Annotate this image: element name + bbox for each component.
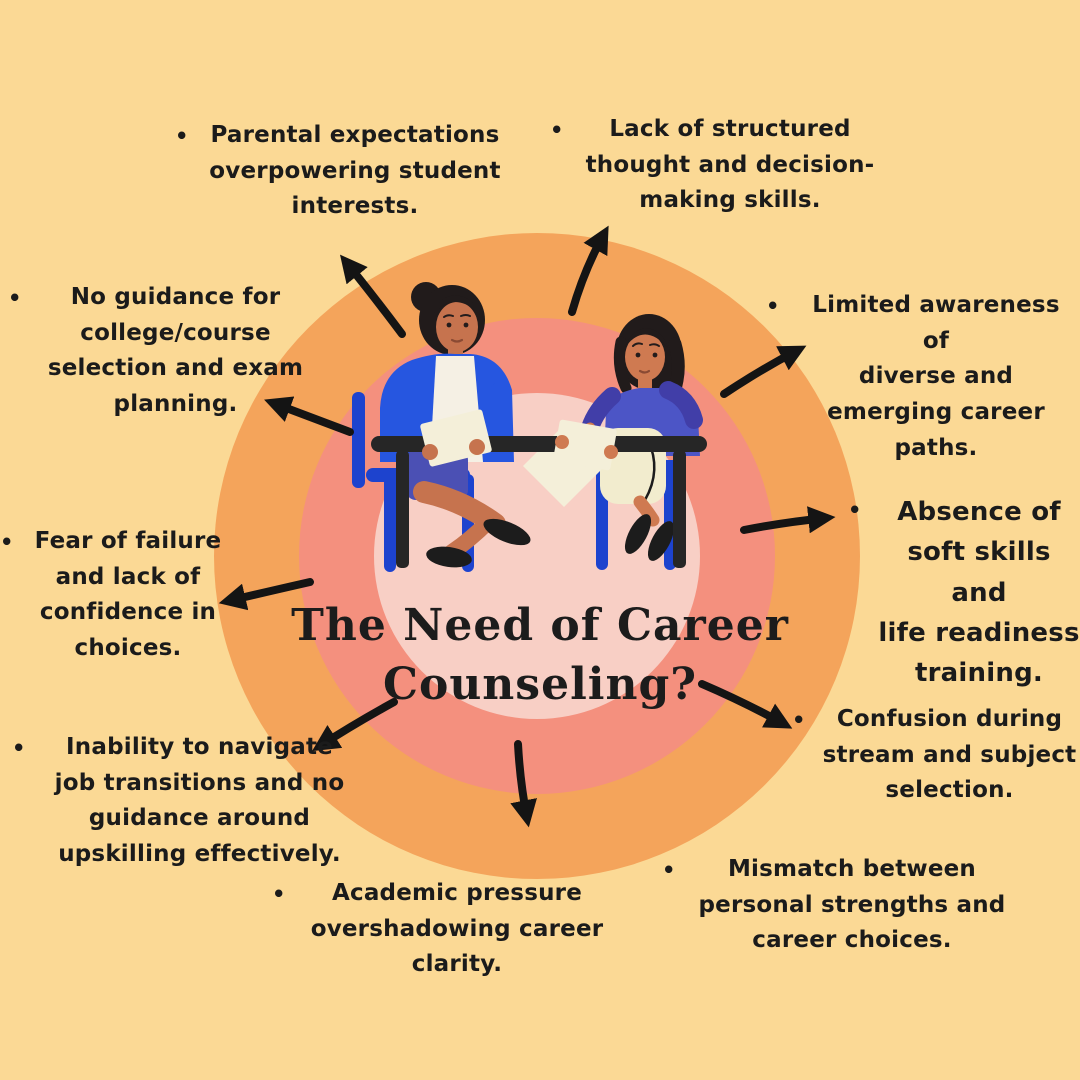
item-limited-awareness: • Limited awareness of diverse and emerg… [766,288,1076,466]
bullet-icon: • [848,498,862,522]
item-parental-expectations: • Parental expectations overpowering stu… [175,118,505,225]
item-text: Lack of structured thought and decision-… [585,116,875,214]
counseling-illustration [352,282,707,572]
arrow-bottom-left [312,698,398,752]
item-text: Academic pressure overshadowing career c… [310,880,604,978]
item-academic-pressure: • Academic pressure overshadowing career… [272,876,612,983]
item-mismatch-strengths: • Mismatch between personal strengths an… [662,852,1012,959]
item-confusion-stream-subject: • Confusion during stream and subject se… [792,702,1077,809]
item-text: Fear of failure and lack of confidence i… [34,528,222,661]
item-absence-soft-skills: • Absence of soft skills and life readin… [848,492,1080,693]
arrows [218,225,836,828]
item-text: Absence of soft skills and life readines… [878,497,1080,689]
item-text: Confusion during stream and subject sele… [822,706,1077,804]
item-text: No guidance for college/course selection… [47,284,304,417]
bullet-icon: • [766,294,780,318]
item-no-guidance-college: • No guidance for college/course selecti… [8,280,313,423]
item-text: Parental expectations overpowering stude… [209,122,501,220]
bullet-icon: • [0,530,14,554]
arrow-top [568,225,609,316]
infographic-title: The Need of Career Counseling? [291,600,789,711]
arrow-top-left [339,254,406,338]
arrow-right-top [720,345,807,398]
item-fear-of-failure: • Fear of failure and lack of confidence… [0,524,226,667]
bullet-icon: • [662,858,676,882]
bullet-icon: • [550,118,564,142]
arrow-bottom [510,740,537,828]
bullet-icon: • [12,736,26,760]
item-inability-job-transitions: • Inability to navigate job transitions … [12,730,357,873]
papers-and-hands [420,409,618,471]
bullet-icon: • [272,882,286,906]
bullet-icon: • [8,286,22,310]
bullet-icon: • [175,124,189,148]
item-text: Inability to navigate job transitions an… [54,734,345,867]
arrow-left-top [264,396,354,436]
arrow-right [740,506,836,534]
item-text: Mismatch between personal strengths and … [698,856,1006,954]
arrow-left [218,578,314,611]
bullet-icon: • [792,708,806,732]
item-lack-structured-thought: • Lack of structured thought and decisio… [550,112,880,219]
item-text: Limited awareness of diverse and emergin… [812,292,1060,461]
arrow-right-bottom [698,680,793,729]
